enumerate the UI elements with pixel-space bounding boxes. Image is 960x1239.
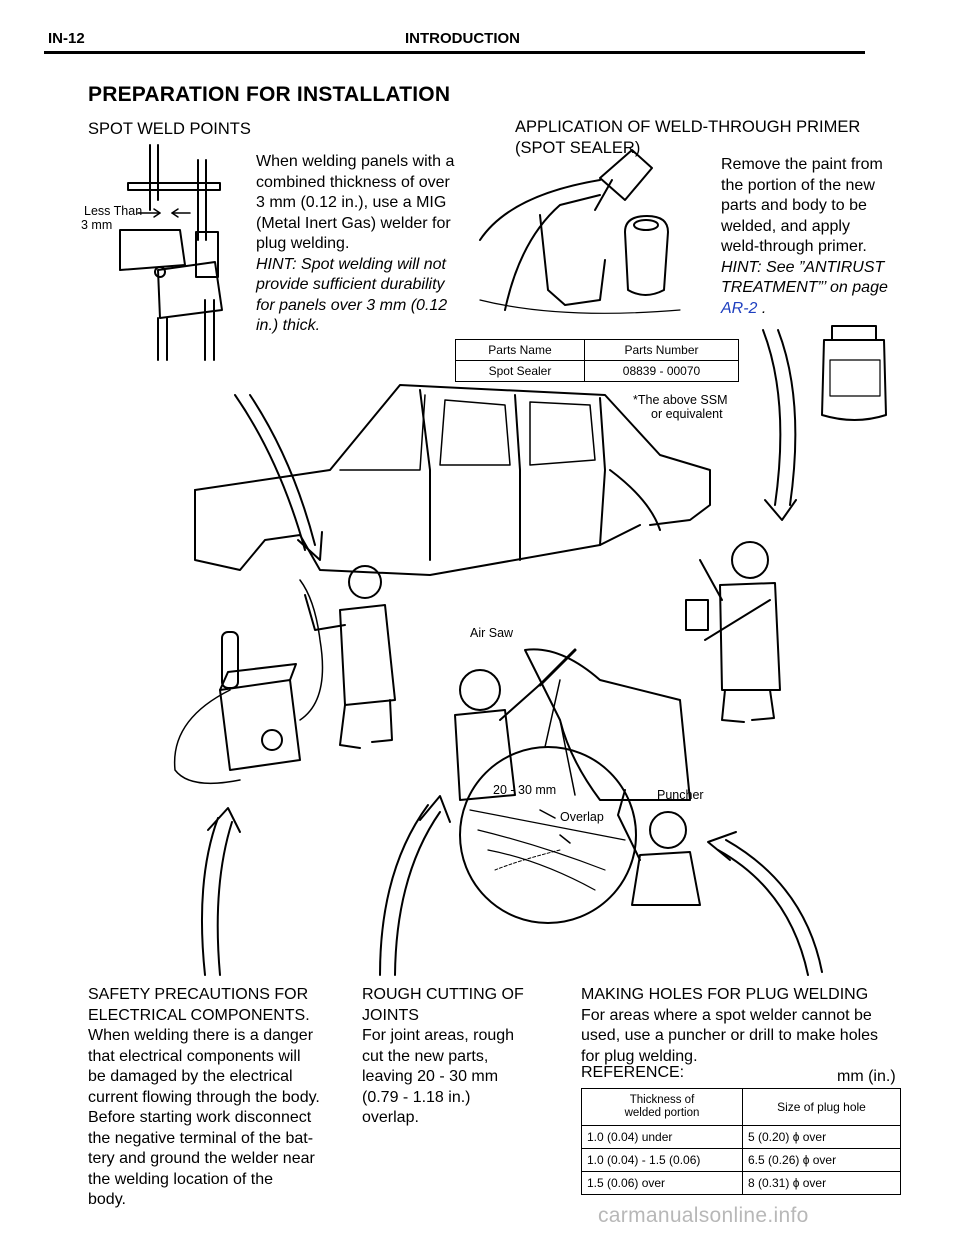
header-rule (44, 51, 865, 54)
parts-table-row: Spot Sealer 08839 - 00070 (455, 360, 740, 382)
plug-hole-reference-table: Thickness of welded portion Size of plug… (581, 1088, 901, 1195)
puncher-label: Puncher (657, 788, 704, 802)
air-saw-drawing (454, 648, 691, 801)
spot-weld-hint: HINT: Spot welding will not provide suff… (256, 255, 448, 335)
primer-bottle-drawing (821, 325, 887, 421)
safety-precautions-text: SAFETY PRECAUTIONS FOR ELECTRICAL COMPON… (88, 986, 320, 1208)
spot-weld-body: When welding panels with a combined thic… (256, 152, 454, 337)
parts-number-header: Parts Number (583, 339, 740, 361)
page-id: IN-12 (48, 30, 85, 47)
spot-welder-drawing (119, 144, 223, 361)
dimension-arrows (137, 208, 191, 218)
table-row: 1.0 (0.04) under 5 (0.20) ϕ over (581, 1125, 901, 1149)
spot-weld-heading: SPOT WELD POINTS (88, 120, 251, 138)
parts-name-header: Parts Name (455, 339, 585, 361)
primer-worker-drawing (685, 541, 781, 723)
page-title: PREPARATION FOR INSTALLATION (88, 83, 451, 106)
section-title: INTRODUCTION (405, 30, 520, 47)
watermark: carmanualsonline.info (598, 1204, 809, 1227)
primer-hint: HINT: See ”ANTIRUST TREATMENT”’ on page … (721, 258, 888, 317)
air-saw-label: Air Saw (470, 626, 514, 640)
plug-hole-size-header: Size of plug hole (742, 1088, 901, 1126)
primer-application-drawing (479, 149, 681, 314)
mig-welder-drawing (173, 579, 324, 785)
table-row: 1.0 (0.04) - 1.5 (0.06) 6.5 (0.26) ϕ ove… (581, 1148, 901, 1172)
puncher-worker-drawing (617, 789, 701, 906)
overlap-label: Overlap (560, 810, 604, 824)
table-row: 1.5 (0.06) over 8 (0.31) ϕ over (581, 1171, 901, 1195)
overlap-dimension-label: 20 - 30 mm (493, 783, 557, 797)
parts-name-cell: Spot Sealer (455, 360, 585, 382)
three-mm-label: 3 mm (81, 218, 113, 232)
overlap-detail-drawing (459, 679, 637, 924)
primer-heading: APPLICATION OF WELD-THROUGH PRIMER (SPOT… (515, 118, 861, 157)
reference-label: REFERENCE: (581, 1064, 685, 1081)
thickness-header: Thickness of welded portion (581, 1088, 743, 1126)
primer-body: Remove the paint from the portion of the… (721, 155, 888, 319)
plug-welding-holes-text: MAKING HOLES FOR PLUG WELDING For areas … (581, 986, 879, 1065)
parts-table: Parts Name Parts Number Spot Sealer 0883… (455, 339, 740, 382)
welder-worker-drawing (304, 565, 396, 749)
ssm-note: *The above SSM or equivalent (633, 393, 728, 421)
reference-table-header: Thickness of welded portion Size of plug… (581, 1088, 901, 1126)
ar-2-link[interactable]: AR-2 (721, 299, 758, 317)
curved-arrows (200, 329, 823, 976)
parts-number-cell: 08839 - 00070 (583, 360, 740, 382)
rough-cutting-text: ROUGH CUTTING OF JOINTS For joint areas,… (362, 986, 524, 1126)
less-than-label: Less Than (84, 204, 143, 218)
unit-label: mm (in.) (837, 1068, 896, 1085)
parts-table-header: Parts Name Parts Number (455, 339, 740, 361)
